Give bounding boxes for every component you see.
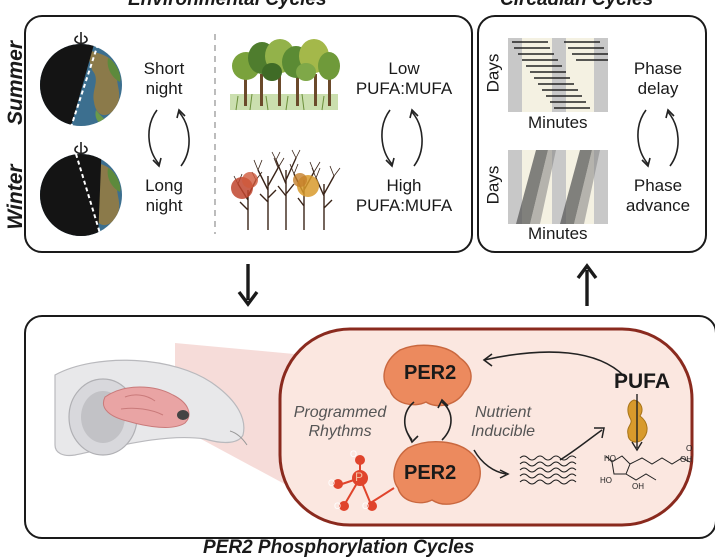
night-cycle-arrows-icon bbox=[148, 108, 190, 168]
signal-pathway-icon bbox=[473, 427, 605, 479]
molecule-label-oh-1: OH bbox=[632, 482, 644, 491]
short-night-line2: night bbox=[145, 79, 183, 98]
minutes-axis-label-top: Minutes bbox=[528, 113, 588, 132]
environmental-cycles-title: Environmental Cycles bbox=[128, 0, 327, 11]
high-ratio-line1: High bbox=[386, 176, 422, 195]
long-night-line1: Long bbox=[145, 176, 183, 195]
season-winter-label: Winter bbox=[4, 164, 27, 230]
oxygen-label-2: O bbox=[328, 478, 336, 488]
days-axis-label-bottom: Days bbox=[483, 165, 503, 205]
up-arrow-icon bbox=[576, 263, 598, 306]
nutrient-line1: Nutrient bbox=[474, 404, 532, 421]
phosphate-p-label: P bbox=[355, 470, 364, 484]
high-ratio-label: High PUFA:MUFA bbox=[344, 176, 464, 216]
winter-trees-icon bbox=[231, 149, 341, 230]
nutrient-line2: Inducible bbox=[470, 423, 536, 440]
phase-delay-line2: delay bbox=[637, 79, 679, 98]
pufa-down-arrow-icon bbox=[631, 394, 643, 452]
actogram-delay-icon bbox=[508, 38, 608, 112]
phase-advance-label: Phase advance bbox=[620, 176, 696, 216]
low-ratio-label: Low PUFA:MUFA bbox=[344, 59, 464, 99]
phase-cycle-arrows-icon bbox=[637, 108, 679, 168]
circadian-cycles-title: Circadian Cycles bbox=[500, 0, 653, 11]
high-ratio-line2: PUFA:MUFA bbox=[355, 196, 453, 215]
season-summer-label: Summer bbox=[4, 40, 27, 125]
phosphorylation-cycles-title: PER2 Phosphorylation Cycles bbox=[203, 537, 475, 558]
programmed-line1: Programmed bbox=[293, 404, 387, 421]
summer-trees-icon bbox=[230, 39, 340, 111]
lipid-strands-icon bbox=[519, 455, 577, 485]
mouse-icon bbox=[54, 343, 305, 495]
panel-divider bbox=[214, 34, 216, 234]
globe-winter-icon bbox=[40, 142, 122, 241]
pufa-to-per2-arrow-icon bbox=[482, 351, 625, 377]
phosphate-group-icon bbox=[333, 455, 395, 511]
molecule-label-ho-2: HO bbox=[600, 476, 612, 485]
phase-advance-line2: advance bbox=[625, 196, 691, 215]
per2-protein-bottom-icon bbox=[393, 441, 481, 505]
low-ratio-line2: PUFA:MUFA bbox=[355, 79, 453, 98]
per2-bottom-label: PER2 bbox=[404, 462, 457, 484]
pufa-label: PUFA bbox=[614, 370, 671, 393]
low-ratio-line1: Low bbox=[388, 59, 420, 78]
globe-summer-icon bbox=[40, 32, 122, 131]
per2-cycle-arrows-icon bbox=[403, 398, 452, 444]
long-night-label: Long night bbox=[128, 176, 200, 216]
phase-delay-line1: Phase bbox=[633, 59, 683, 78]
minutes-axis-label-bottom: Minutes bbox=[528, 224, 588, 243]
days-axis-label-top: Days bbox=[483, 53, 503, 93]
oxygen-label-3: O bbox=[334, 501, 342, 511]
molecule-label-o: O bbox=[686, 444, 693, 453]
molecule-label-ho-1: HO bbox=[604, 454, 616, 463]
oxygen-label-4: O bbox=[362, 501, 370, 511]
phase-delay-label: Phase delay bbox=[620, 59, 696, 99]
oxylipin-structure-icon bbox=[605, 455, 691, 481]
oxygen-label-1: O bbox=[350, 449, 358, 459]
long-night-line2: night bbox=[145, 196, 183, 215]
ratio-cycle-arrows-icon bbox=[381, 108, 423, 168]
programmed-line2: Rhythms bbox=[308, 423, 372, 440]
cell-region bbox=[278, 327, 694, 527]
short-night-line1: Short bbox=[143, 59, 185, 78]
phase-advance-line1: Phase bbox=[633, 176, 683, 195]
per2-protein-top-icon bbox=[383, 344, 472, 407]
short-night-label: Short night bbox=[128, 59, 200, 99]
per2-top-label: PER2 bbox=[404, 362, 457, 384]
programmed-rhythms-label: Programmed Rhythms bbox=[284, 403, 396, 441]
down-arrow-icon bbox=[237, 264, 259, 307]
molecule-label-oh-2: OH bbox=[680, 455, 692, 464]
actogram-advance-icon bbox=[508, 150, 608, 224]
nutrient-inducible-label: Nutrient Inducible bbox=[462, 403, 544, 441]
